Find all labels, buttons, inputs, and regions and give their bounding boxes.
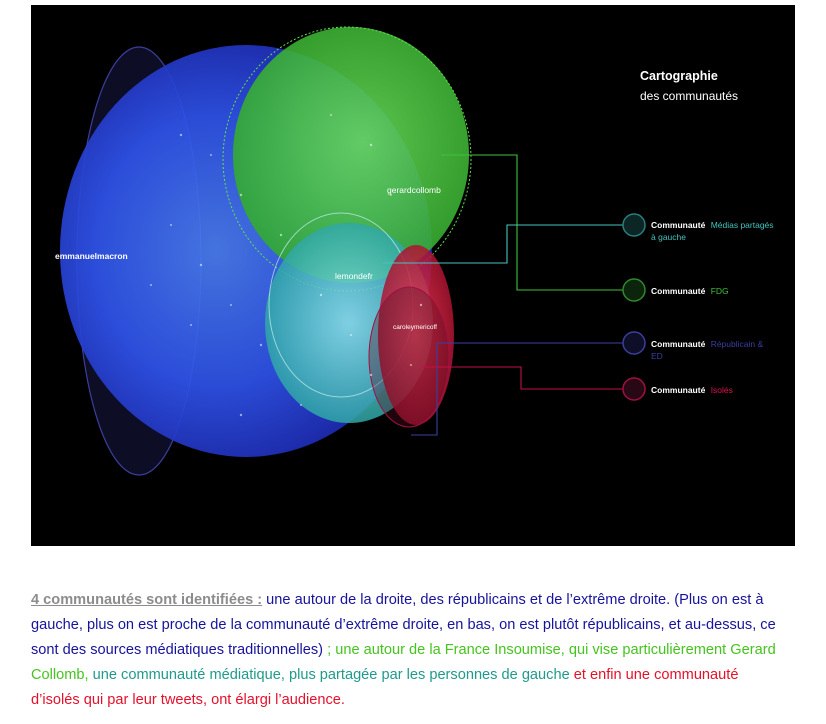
figure-subtitle: des communautés	[640, 89, 738, 103]
caption-isolated-community: et enfin une communauté d’isolés qui par…	[31, 667, 739, 708]
legend-rings	[622, 213, 646, 401]
legend-label-fdg: Communauté FDG	[651, 286, 729, 296]
cluster-green	[233, 27, 469, 283]
caption-media-community: une communauté médiatique, plus partagée…	[88, 667, 570, 683]
node-texture	[150, 114, 423, 417]
legend-label-isoles: Communauté Isolés	[651, 385, 733, 395]
network-graph: emmanuelmacron gerardcollomb lemondefr c…	[55, 26, 774, 476]
legend-connectors	[383, 154, 623, 436]
node-label-caroleymericoff: caroleymericoff	[393, 324, 437, 331]
community-map-figure: emmanuelmacron gerardcollomb lemondefr c…	[31, 5, 795, 546]
legend-ring-fdg	[622, 278, 646, 302]
legend-label-medias-line2: à gauche	[651, 232, 686, 242]
legend-label-republicain: Communauté Républicain &	[651, 339, 763, 349]
figure-title: Cartographie	[640, 69, 718, 83]
hull-isoles	[368, 286, 450, 428]
node-label-emmanuelmacron: emmanuelmacron	[55, 251, 128, 261]
node-label-gerardcollomb: gerardcollomb	[387, 185, 441, 195]
node-label-lemondefr: lemondefr	[335, 271, 373, 281]
caption-right-community: une autour de la droite, des républicain…	[31, 592, 776, 658]
legend-ring-republicain	[622, 331, 646, 355]
legend-label-republicain-line2: ED	[651, 351, 663, 361]
caption-lead: 4 communautés sont identifiées :	[31, 592, 263, 608]
legend-ring-isoles	[622, 377, 646, 401]
legend-label-medias: Communauté Médias partagés	[651, 220, 774, 230]
legend-ring-medias	[622, 213, 646, 237]
figure-caption: 4 communautés sont identifiées : une aut…	[31, 588, 791, 713]
caption-fi-community: ; une autour de la France Insoumise, qui…	[31, 642, 776, 683]
